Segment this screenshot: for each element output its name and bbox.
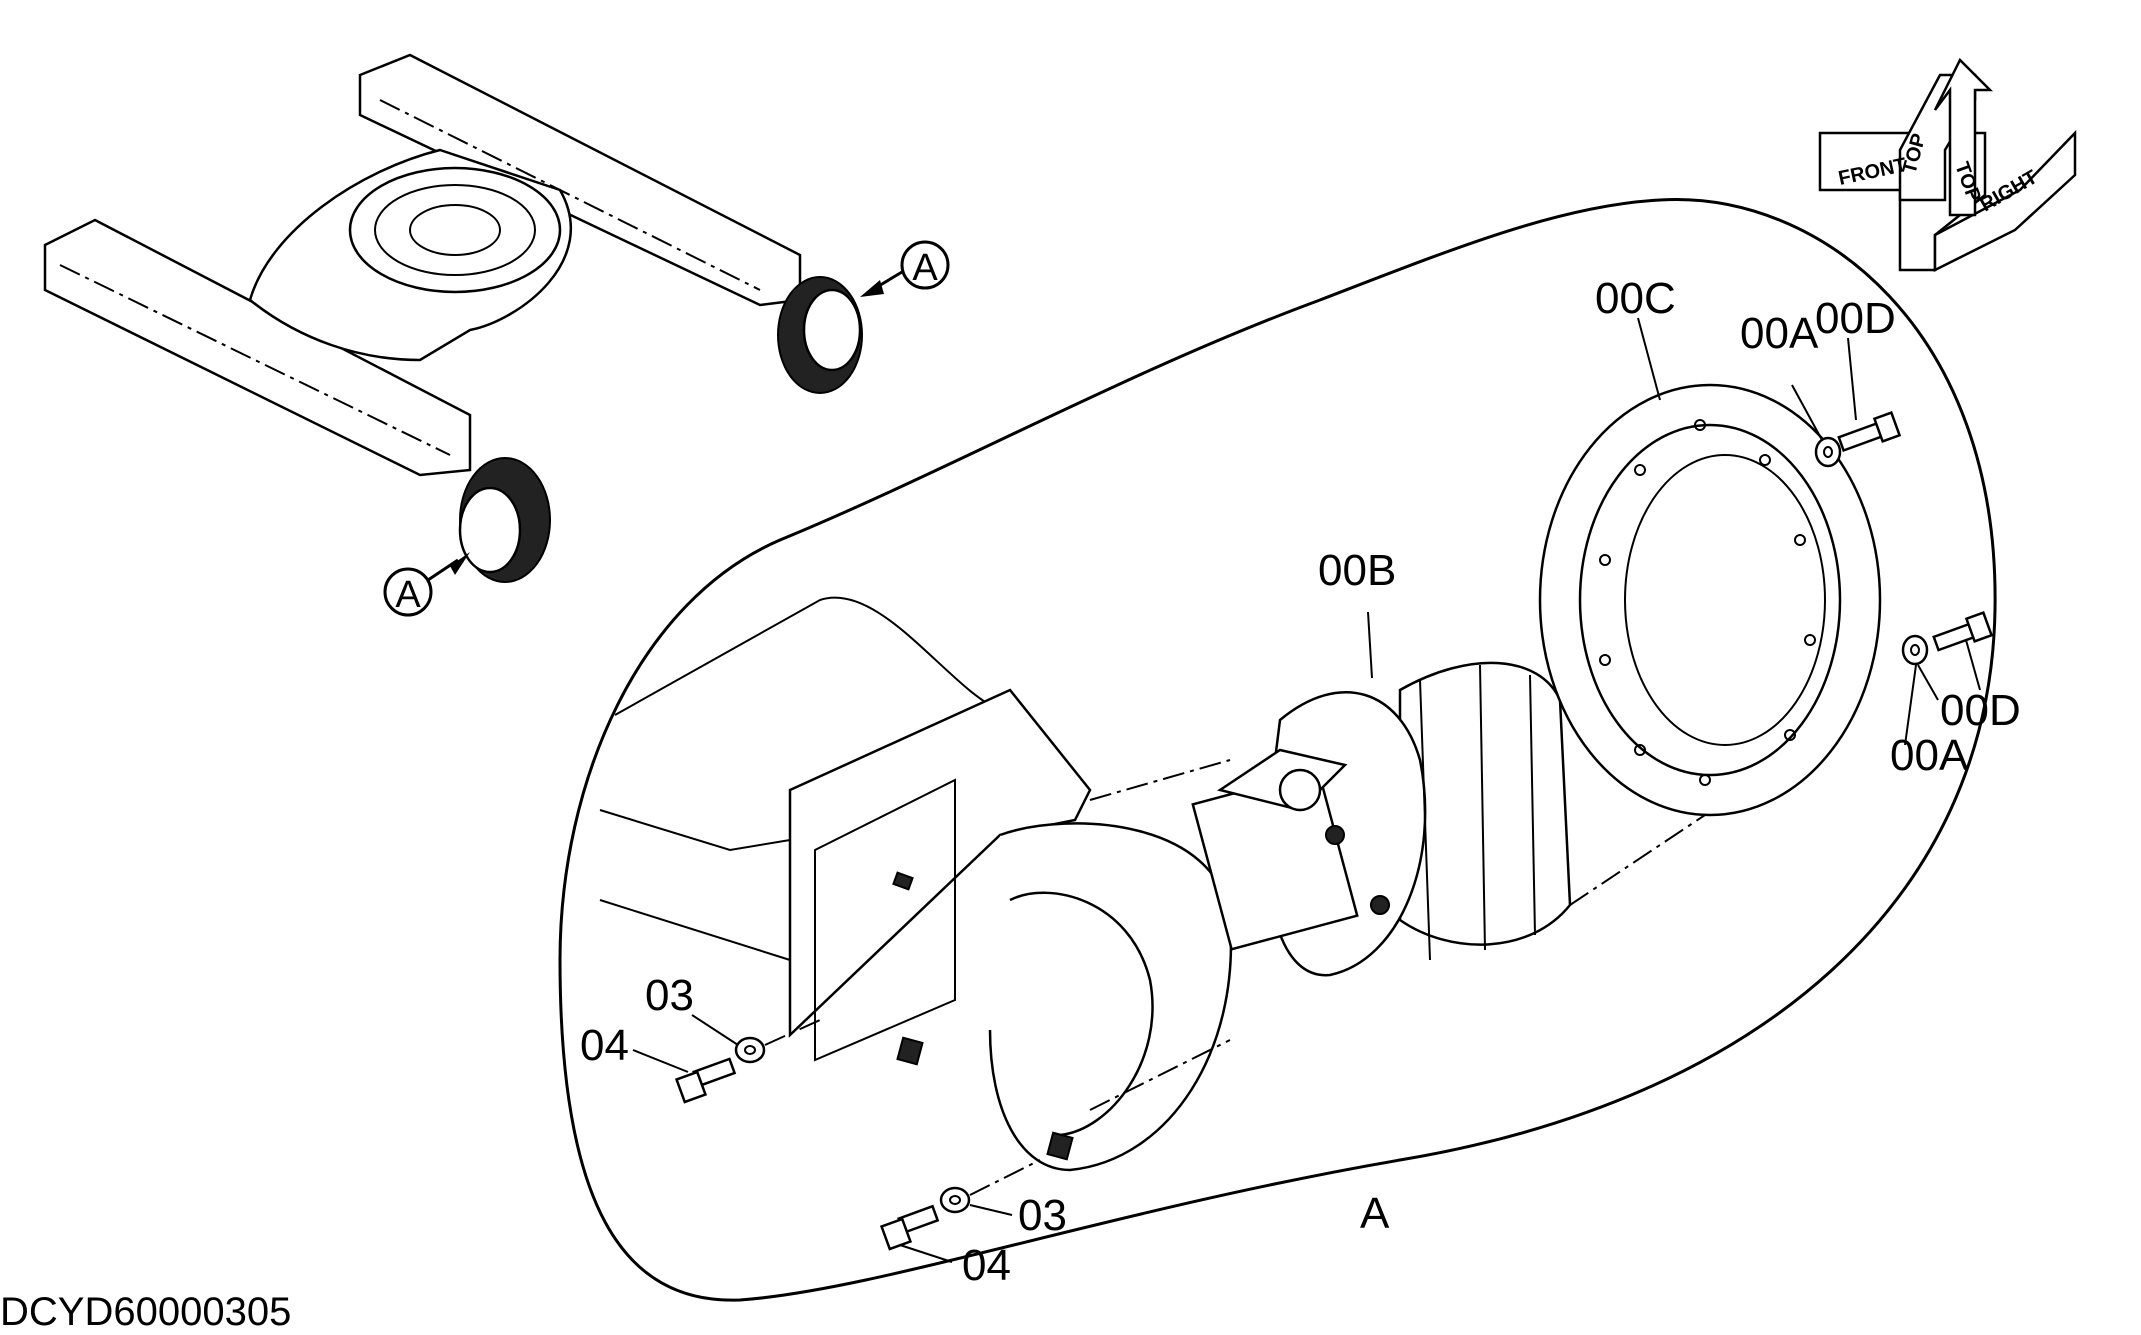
callout-03-lower-label: 03 <box>1018 1191 1067 1240</box>
callout-03-upper-label: 03 <box>645 971 694 1020</box>
side-frame-end <box>599 596 1233 1172</box>
washer-00A-lower <box>1901 634 1929 666</box>
sprocket-00C <box>1538 383 1882 817</box>
bolt-04-lower <box>879 1204 940 1251</box>
callout-a-upper-label: A <box>912 247 938 289</box>
callout-a-lower-label: A <box>395 574 421 616</box>
callout-00D-upper-label: 00D <box>1815 294 1896 343</box>
drawing-id: DCYD60000305 <box>0 1290 291 1334</box>
washer-03-lower <box>939 1186 971 1214</box>
washer-00A-upper <box>1814 436 1842 468</box>
callout-00C-label: 00C <box>1595 274 1676 323</box>
callout-00A-upper-label: 00A <box>1740 309 1819 358</box>
detail-a-enclosure <box>558 198 1997 1302</box>
track-frame-overview <box>43 53 863 583</box>
callout-04-upper-label: 04 <box>580 1021 629 1070</box>
leader-lines <box>632 317 1981 1263</box>
detail-callout-a-lower: A <box>383 552 470 617</box>
bolt-00D-lower <box>1932 611 1994 652</box>
orientation-indicator: FRONT TOP TOP RIGHT <box>1818 57 2077 273</box>
callout-04-lower-label: 04 <box>962 1241 1011 1290</box>
washer-03-upper <box>734 1036 766 1064</box>
detail-a-label: A <box>1360 1189 1390 1238</box>
callout-00A-lower-label: 00A <box>1890 731 1969 780</box>
callout-00B-label: 00B <box>1318 546 1396 595</box>
callout-00D-lower-label: 00D <box>1940 686 2021 735</box>
bolt-00D-upper <box>1837 411 1902 453</box>
bolt-04-upper <box>674 1057 737 1104</box>
detail-callout-a-upper: A <box>860 240 950 297</box>
